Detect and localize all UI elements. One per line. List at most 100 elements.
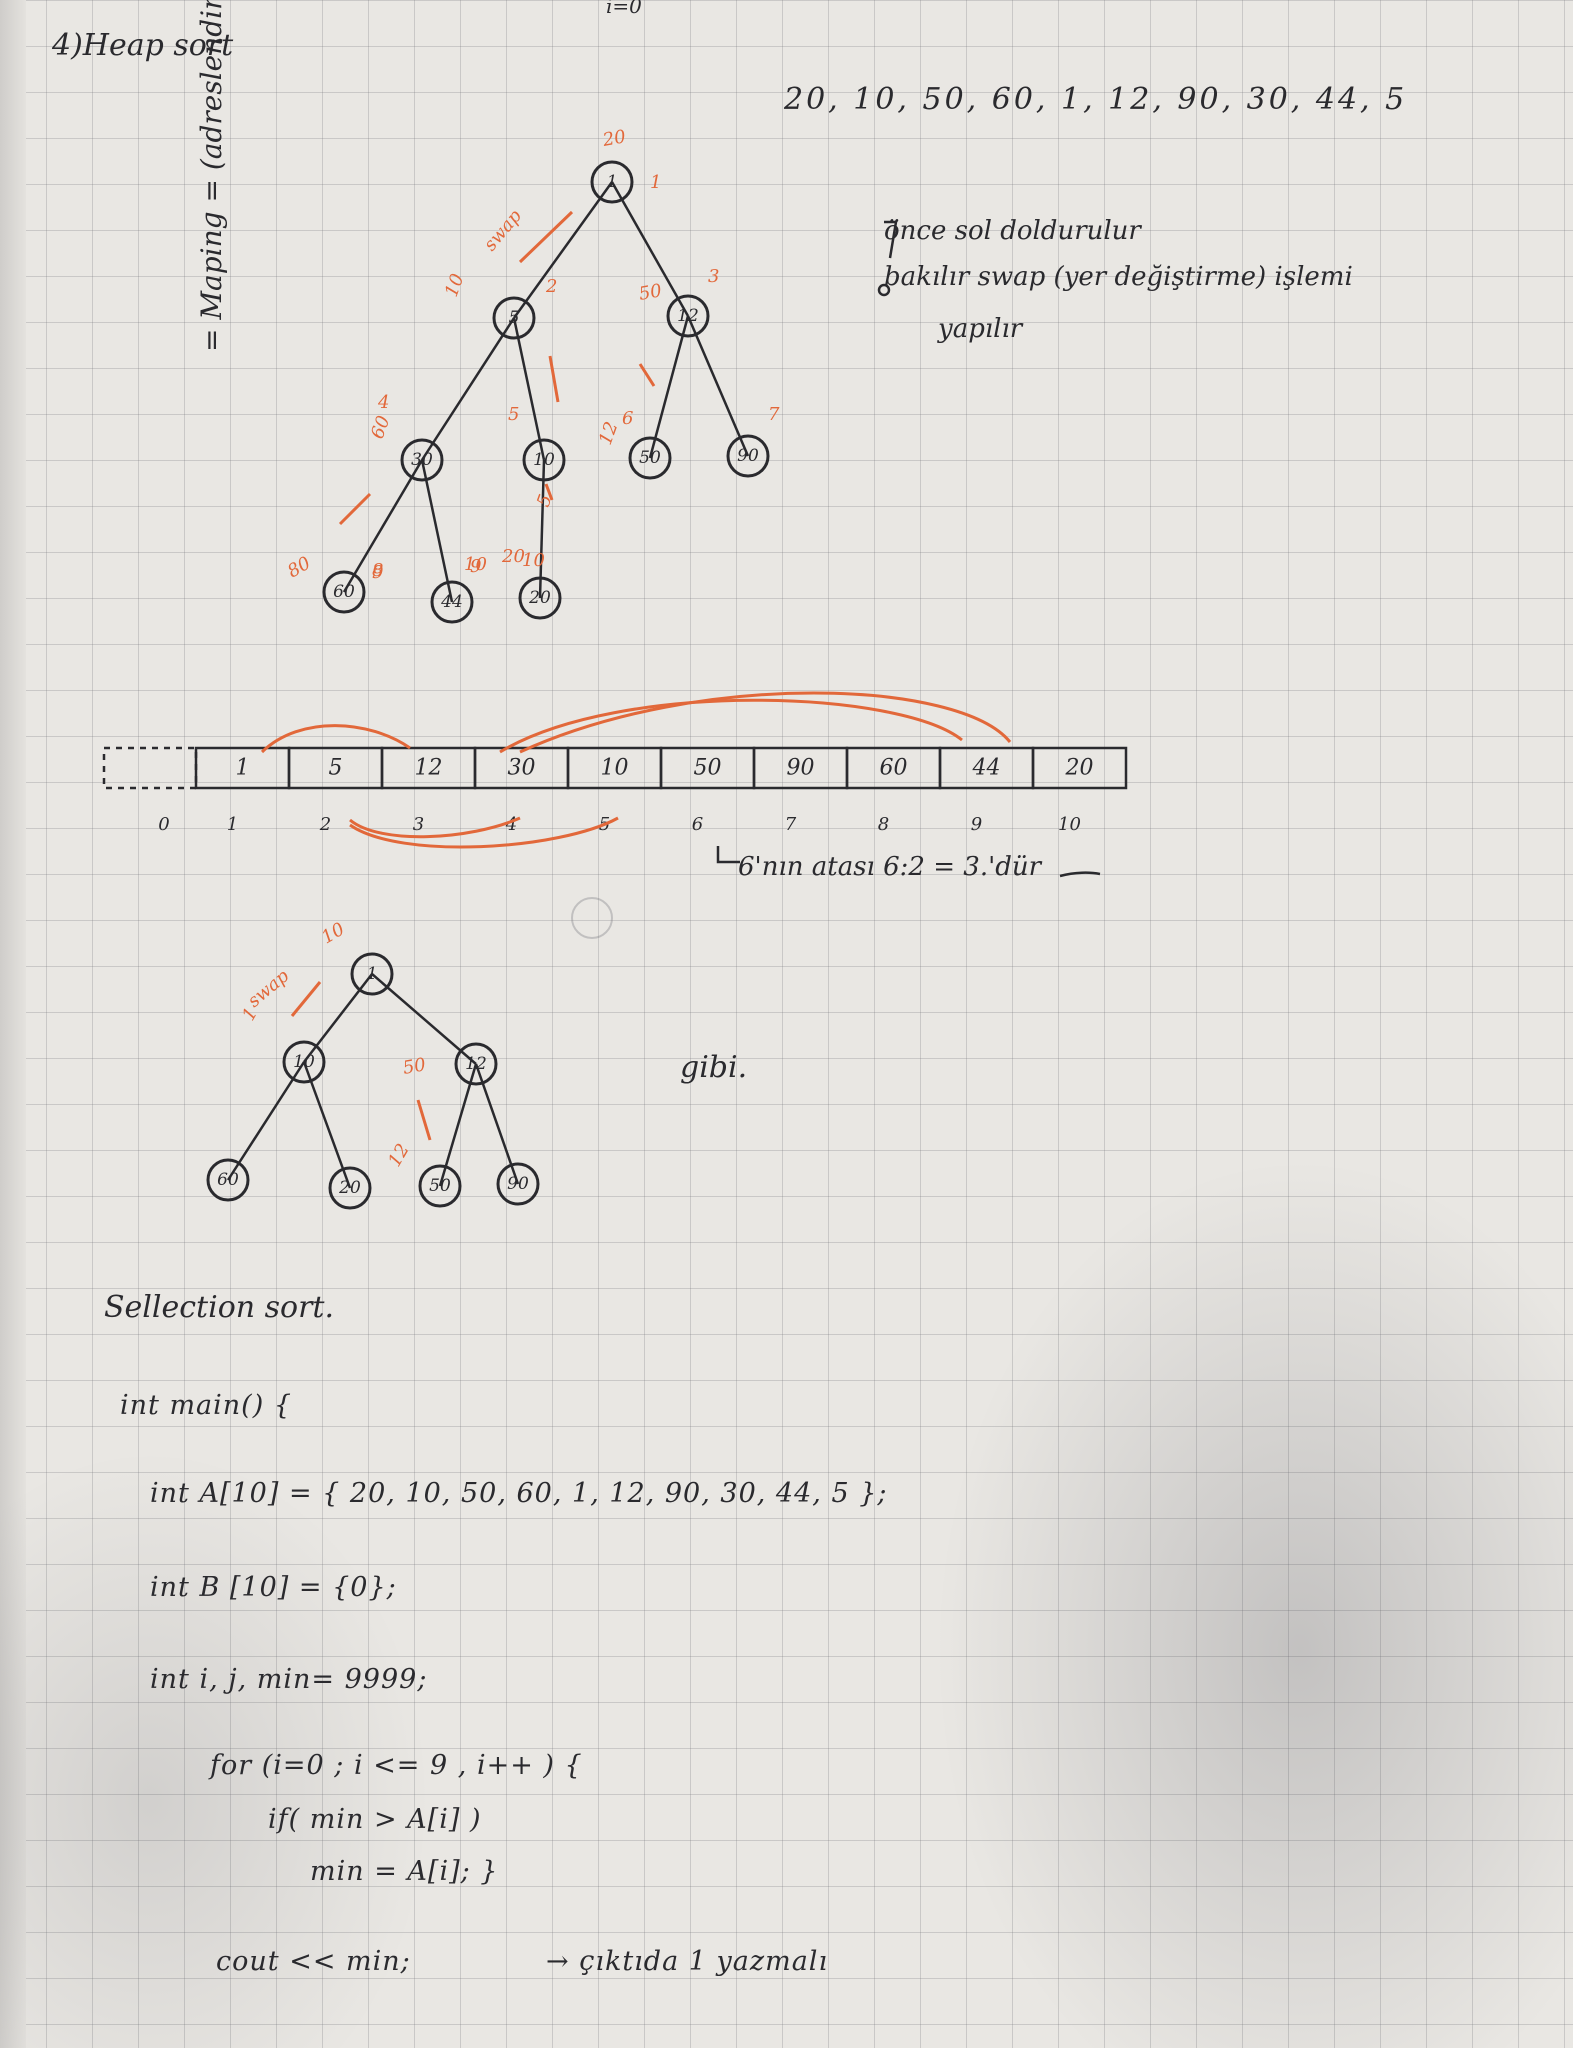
code-line-8-note: → çıktıda 1 yazmalı [546,1946,829,1977]
svg-text:20: 20 [1065,756,1094,781]
tree2-old-value: 12 [384,1140,414,1170]
code-line-3: int B [10] = {0}; [150,1572,397,1603]
tree1-index: 6 [622,408,633,429]
tree2-edge [302,1061,352,1189]
svg-text:12: 12 [415,756,443,781]
svg-text:50: 50 [694,756,722,781]
array-cell: 5 [287,746,384,790]
tree1-old-value: 5 [533,492,557,510]
tree2-node: 1 [350,952,394,996]
svg-text:5: 5 [509,308,520,328]
svg-text:60: 60 [333,582,355,602]
svg-text:90: 90 [787,756,815,781]
array-cell-0 [102,746,198,790]
svg-text:30: 30 [411,450,433,470]
tree1-edge [686,315,750,457]
tree1-old-value: 10 [441,271,469,300]
heap-sort-title: 4)Heap sort [52,28,234,63]
tree1-index: 7 [768,404,780,425]
input-array-text: 20, 10, 50, 60, 1, 12, 90, 30, 44, 5 [784,82,1408,117]
array-cell: 50 [659,746,756,790]
tree1-edge [512,317,546,461]
array-index: 7 [785,814,797,835]
faint-circle [571,897,613,939]
code-line-1: int main() { [120,1390,293,1421]
tree1-swap-arrow [338,492,372,526]
tree2-swap-label: swap [244,965,294,1012]
tree1-old-value: 80 [284,553,314,583]
code-line-7: min = A[i]; } [310,1856,499,1887]
tree2-edge [226,1061,306,1181]
array-cell: 30 [473,746,570,790]
code-line-6: if( min > A[i] ) [268,1804,482,1835]
tree1-old-value: 20 [501,546,525,567]
tree1-edge [648,315,690,459]
code-line-4: int i, j, min= 9999; [150,1664,428,1695]
array-cell: 10 [566,746,663,790]
svg-text:50: 50 [429,1176,451,1196]
svg-text:1: 1 [367,964,378,984]
note-line-2: bakılır swap (yer değiştirme) işlemi [884,262,1353,292]
tree1-node: 30 [400,438,444,482]
tree1-node: 60 [322,570,366,614]
tree2-node: 60 [206,1158,250,1202]
tree1-swap-arrow [518,210,574,264]
svg-text:12: 12 [465,1054,487,1074]
tree1-edge [610,181,690,317]
tree1-old-value: 9 [372,562,383,583]
svg-text:20: 20 [528,588,551,608]
tree2-node: 90 [496,1162,540,1206]
tree2-node: 20 [328,1166,372,1210]
tree1-old-value: 50 [637,280,663,305]
array-cell: 44 [938,746,1035,790]
note-bullet [877,283,891,297]
tree1-node: 20 [518,576,562,620]
tree1-swap-arrow [548,355,560,403]
tree1-node: 10 [522,438,566,482]
tree1-edge [538,459,546,599]
tree1-index: 2 [545,276,557,297]
code-line-8: cout << min; [216,1946,411,1977]
array-arrow-4 [349,816,521,839]
svg-text:10: 10 [601,756,629,781]
array-index: 0 [158,814,169,835]
tree2-edges [226,973,520,1189]
tree1-swap-arrow [544,483,554,501]
gibi-text: gibi. [680,1050,748,1085]
tree1-old-value: 12 [595,419,623,448]
svg-text:1: 1 [236,756,250,781]
note-check-mark [884,220,898,259]
underline-3 [1059,871,1101,878]
tree1-index: 1 [650,172,661,193]
tree2-swap-arrow [416,1099,432,1141]
tree1-index: 3 [708,266,719,287]
tree1-node: 5 [492,296,536,340]
svg-text:90: 90 [507,1174,529,1194]
note-line-3: yapılır [938,314,1023,344]
tree1-node: 50 [628,436,672,480]
array-index: 8 [878,814,889,835]
svg-text:20: 20 [338,1178,361,1198]
svg-text:10: 10 [293,1052,315,1072]
array-cell: 20 [1031,746,1128,790]
tree1-edge [420,317,516,461]
tree1-node: 44 [430,580,474,624]
array-cell: 12 [380,746,477,790]
svg-text:60: 60 [880,756,908,781]
svg-text:44: 44 [440,592,463,612]
array-arrows [260,691,1012,849]
array-index: 1 [227,814,238,835]
code-line-5: for (i=0 ; i <= 9 , i++ ) { [210,1750,583,1781]
array-cell: 90 [752,746,849,790]
parent-note: 6'nın atası 6:2 = 3.'dür [738,852,1042,882]
array-arrow-2 [499,698,963,754]
tree2-old-value: 10 [318,919,348,949]
svg-text:5: 5 [329,756,343,781]
array-arrow-3 [519,691,1012,754]
tree1-old-value: 20 [600,126,627,151]
array-arrow-1 [260,724,411,754]
